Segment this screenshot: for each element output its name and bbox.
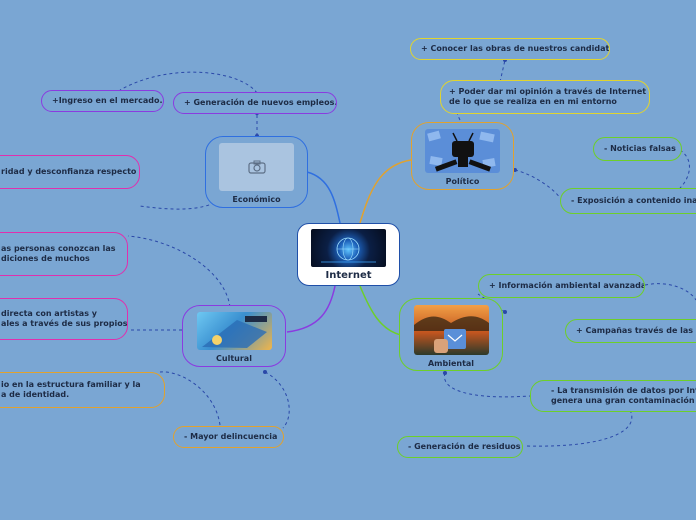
node-generacion-empleos-text: + Generación de nuevos empleos. bbox=[184, 98, 337, 107]
node-noticias-falsas-text: - Noticias falsas bbox=[604, 144, 676, 153]
link-ambiental-transmision bbox=[444, 372, 531, 398]
hub-cultural[interactable]: Cultural bbox=[182, 305, 286, 367]
node-poder-opinion[interactable]: + Poder dar mi opinión a través de Inter… bbox=[440, 80, 650, 114]
node-transmision-datos[interactable]: - La transmisión de datos por Internet g… bbox=[530, 380, 696, 412]
node-opinion-line1: + Poder dar mi opinión a través de Inter… bbox=[449, 87, 647, 96]
central-node-label: Internet bbox=[325, 270, 372, 281]
branch-ambiental bbox=[359, 285, 402, 336]
node-conocer-obras-text: + Conocer las obras de nuestros candidat… bbox=[421, 44, 610, 53]
link-info-campanas bbox=[644, 283, 696, 301]
node-personas-conozcan[interactable]: as personas conozcan las diciones de muc… bbox=[0, 232, 128, 276]
internet-globe-image bbox=[311, 229, 386, 267]
camera-placeholder bbox=[219, 143, 294, 191]
node-campanas-redes-text: + Campañas través de las red bbox=[576, 326, 696, 335]
node-directa-line1: directa con artistas y bbox=[1, 309, 97, 318]
ambiental-image bbox=[413, 305, 489, 355]
hub-economico-label: Económico bbox=[232, 195, 281, 204]
node-noticias-falsas[interactable]: - Noticias falsas bbox=[593, 137, 682, 161]
branch-economico bbox=[306, 171, 341, 224]
politico-image bbox=[425, 129, 500, 173]
hub-economico[interactable]: Económico bbox=[205, 136, 308, 208]
node-ingreso-mercado[interactable]: +Ingreso en el mercado. bbox=[41, 90, 164, 112]
node-exposicion-contenido-text: - Exposición a contenido inapro bbox=[571, 196, 696, 205]
hub-politico[interactable]: Político bbox=[411, 122, 514, 190]
link-cultural-estructura bbox=[159, 371, 221, 426]
link-noticias-exposicion bbox=[679, 149, 690, 189]
node-campanas-redes[interactable]: + Campañas través de las red bbox=[565, 319, 696, 343]
link-cultural-personas bbox=[127, 235, 231, 308]
node-generacion-residuos[interactable]: - Generación de residuos bbox=[397, 436, 523, 458]
node-mayor-delincuencia-text: - Mayor delincuencia bbox=[184, 432, 278, 441]
node-estructura-line2: a de identidad. bbox=[1, 390, 70, 399]
node-informacion-ambiental[interactable]: + Información ambiental avanzada bbox=[478, 274, 645, 298]
node-ingreso-mercado-text: +Ingreso en el mercado. bbox=[52, 96, 163, 105]
node-estructura-familiar[interactable]: io en la estructura familiar y la a de i… bbox=[0, 372, 165, 408]
hub-politico-label: Político bbox=[445, 177, 480, 186]
node-inseguridad[interactable]: ridad y desconfianza respecto a los bbox=[0, 155, 140, 189]
node-personas-line1: as personas conozcan las bbox=[1, 244, 116, 253]
node-conocer-obras[interactable]: + Conocer las obras de nuestros candidat… bbox=[410, 38, 610, 60]
link-economico-inseguridad bbox=[139, 199, 221, 210]
node-estructura-line1: io en la estructura familiar y la bbox=[1, 380, 141, 389]
node-directa-artistas[interactable]: directa con artistas y ales a través de … bbox=[0, 298, 128, 340]
branch-politico bbox=[359, 159, 412, 224]
node-inseguridad-text: ridad y desconfianza respecto a los bbox=[1, 167, 139, 176]
hub-ambiental[interactable]: Ambiental bbox=[399, 298, 503, 371]
link-empleos-ingreso bbox=[119, 71, 258, 94]
central-node[interactable]: Internet bbox=[297, 223, 400, 286]
hub-ambiental-label: Ambiental bbox=[427, 359, 475, 368]
node-exposicion-contenido[interactable]: - Exposición a contenido inapro bbox=[560, 188, 696, 214]
link-politico-exposicion bbox=[514, 169, 561, 199]
branch-cultural bbox=[286, 285, 336, 333]
node-personas-line2: diciones de muchos bbox=[1, 254, 90, 263]
node-transmision-line2: genera una gran contaminación bbox=[551, 396, 695, 405]
node-transmision-line1: - La transmisión de datos por Internet bbox=[551, 386, 696, 395]
hub-cultural-label: Cultural bbox=[216, 354, 252, 363]
node-generacion-residuos-text: - Generación de residuos bbox=[408, 442, 521, 451]
node-directa-line2: ales a través de sus propios bbox=[1, 319, 128, 328]
node-generacion-empleos[interactable]: + Generación de nuevos empleos. bbox=[173, 92, 337, 114]
node-informacion-ambiental-text: + Información ambiental avanzada bbox=[489, 281, 645, 290]
link-transmision-residuos bbox=[524, 409, 633, 447]
node-mayor-delincuencia[interactable]: - Mayor delincuencia bbox=[173, 426, 284, 448]
link-opinion-conocer bbox=[499, 59, 506, 83]
camera-icon bbox=[247, 160, 266, 174]
cultural-image bbox=[196, 312, 272, 350]
link-cultural-delincuencia bbox=[264, 371, 290, 429]
node-opinion-line2: de lo que se realiza en en mi entorno bbox=[449, 97, 617, 106]
